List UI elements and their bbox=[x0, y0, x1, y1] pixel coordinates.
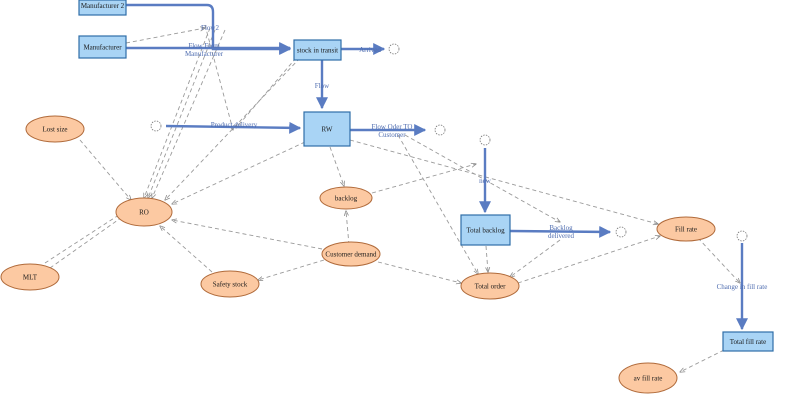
cloud-icon bbox=[434, 124, 446, 136]
link-customerdemand-safetystock bbox=[258, 259, 325, 280]
new-label: new bbox=[479, 177, 492, 185]
link-rw-ro bbox=[172, 141, 306, 204]
clouds bbox=[150, 43, 748, 242]
change-in-fill-rate-label: Change in fill rate bbox=[717, 283, 768, 291]
link-fillrate-change bbox=[697, 237, 740, 283]
aux-backlog-label: backlog bbox=[335, 195, 358, 203]
backlog-delivered-pipe bbox=[509, 225, 612, 238]
link-transit-ro bbox=[165, 57, 301, 200]
backlog-delivered-label: Backlog bbox=[549, 224, 573, 232]
cloud-icon bbox=[479, 134, 491, 146]
aux-fill-rate-label: Fill rate bbox=[675, 226, 697, 234]
aux-safety-stock[interactable]: Safety stock bbox=[200, 270, 260, 298]
stock-manufacturer[interactable]: Manufacturer bbox=[78, 35, 127, 59]
aux-ro-label: RO bbox=[139, 209, 149, 217]
arrived-label: Arrived bbox=[359, 46, 381, 54]
aux-fill-rate[interactable]: Fill rate bbox=[656, 216, 716, 242]
stock-rw-label: RW bbox=[322, 126, 333, 134]
stock-in-transit-label: stock in transit bbox=[297, 47, 338, 55]
stock-manufacturer2[interactable]: Manufacturer 2 bbox=[78, 0, 127, 16]
link-customerdemand-backlog bbox=[346, 211, 350, 246]
flow-pipes bbox=[126, 3, 748, 331]
link-mlt-ro-2 bbox=[49, 215, 125, 269]
aux-mlt-label: MLT bbox=[23, 274, 38, 282]
flow-from-manufacturer-label: Flow From bbox=[188, 42, 220, 50]
aux-lost-size-label: Lost size bbox=[42, 126, 67, 134]
aux-ro[interactable]: RO bbox=[115, 197, 173, 227]
stock-in-transit[interactable]: stock in transit bbox=[293, 39, 342, 61]
aux-mlt[interactable]: MLT bbox=[0, 263, 60, 291]
link-mfg-ro bbox=[148, 29, 216, 198]
flow-order-to-customer-label: Flow Oder TO bbox=[372, 123, 413, 131]
cloud-icon bbox=[150, 120, 162, 132]
link-backlogdelivered-totalorder bbox=[510, 239, 561, 277]
aux-customer-demand[interactable]: Customer demand bbox=[321, 241, 381, 267]
cloud-icon bbox=[388, 43, 400, 55]
product-delivery-label: Product delivery bbox=[211, 121, 258, 129]
link-mfg2-pd bbox=[204, 24, 233, 130]
stock-total-backlog[interactable]: Total backlog bbox=[460, 214, 511, 246]
aux-backlog[interactable]: backlog bbox=[319, 186, 373, 210]
link-rw-backlog bbox=[329, 146, 344, 186]
aux-customer-demand-label: Customer demand bbox=[325, 251, 377, 259]
link-backlog-new bbox=[371, 164, 476, 194]
link-manufacturer-flow2 bbox=[125, 28, 205, 44]
product-delivery-pipe bbox=[165, 121, 302, 134]
stock-manufacturer2-label: Manufacturer 2 bbox=[81, 2, 125, 10]
link-totalfillrate-avfillrate bbox=[680, 349, 725, 372]
flow-order-to-customer-label-2: Customer bbox=[378, 131, 406, 139]
cloud-icon bbox=[615, 226, 627, 238]
link-totalbacklog-totalorder bbox=[486, 245, 488, 272]
stock-total-fill-rate-label: Total fill rate bbox=[730, 338, 766, 346]
stock-total-fill-rate[interactable]: Total fill rate bbox=[722, 331, 774, 352]
stock-rw[interactable]: RW bbox=[303, 111, 351, 147]
link-mfg-ro-2 bbox=[144, 27, 211, 198]
aux-av-fill-rate-label: av fill rate bbox=[634, 375, 663, 383]
aux-total-order-label: Total order bbox=[475, 283, 506, 291]
link-rw-fillrate bbox=[349, 139, 658, 224]
link-flow2-ro bbox=[152, 29, 226, 198]
link-transit-pd bbox=[236, 57, 297, 128]
link-customerdemand-ro bbox=[172, 220, 323, 250]
stock-manufacturer-label: Manufacturer bbox=[83, 44, 122, 52]
flow-from-manufacturer-label-2: Manufacturer bbox=[185, 50, 224, 58]
causal-links bbox=[44, 24, 740, 372]
link-totalorder-fillrate bbox=[517, 236, 660, 284]
cloud-icon bbox=[736, 230, 748, 242]
link-rw-totalorder bbox=[397, 134, 478, 274]
flow-label: Flow bbox=[315, 82, 330, 90]
flow2-pipe bbox=[126, 3, 292, 55]
backlog-delivered-label-2: delivered bbox=[548, 232, 575, 240]
aux-lost-size[interactable]: Lost size bbox=[25, 115, 85, 143]
link-safetystock-ro bbox=[160, 226, 213, 273]
link-customerdemand-totalorder bbox=[377, 261, 461, 283]
stock-total-backlog-label: Total backlog bbox=[466, 227, 505, 235]
aux-av-fill-rate[interactable]: av fill rate bbox=[618, 362, 678, 394]
link-lostsize-ro bbox=[79, 139, 131, 200]
link-mlt-ro bbox=[44, 209, 128, 264]
aux-total-order[interactable]: Total order bbox=[460, 272, 520, 300]
flow-labels: Flow2 Flow From Manufacturer Arrived Flo… bbox=[185, 24, 767, 291]
link-rw-backlogdelivered bbox=[404, 134, 560, 222]
aux-safety-stock-label: Safety stock bbox=[213, 281, 248, 289]
flow2-label: Flow2 bbox=[201, 24, 219, 32]
